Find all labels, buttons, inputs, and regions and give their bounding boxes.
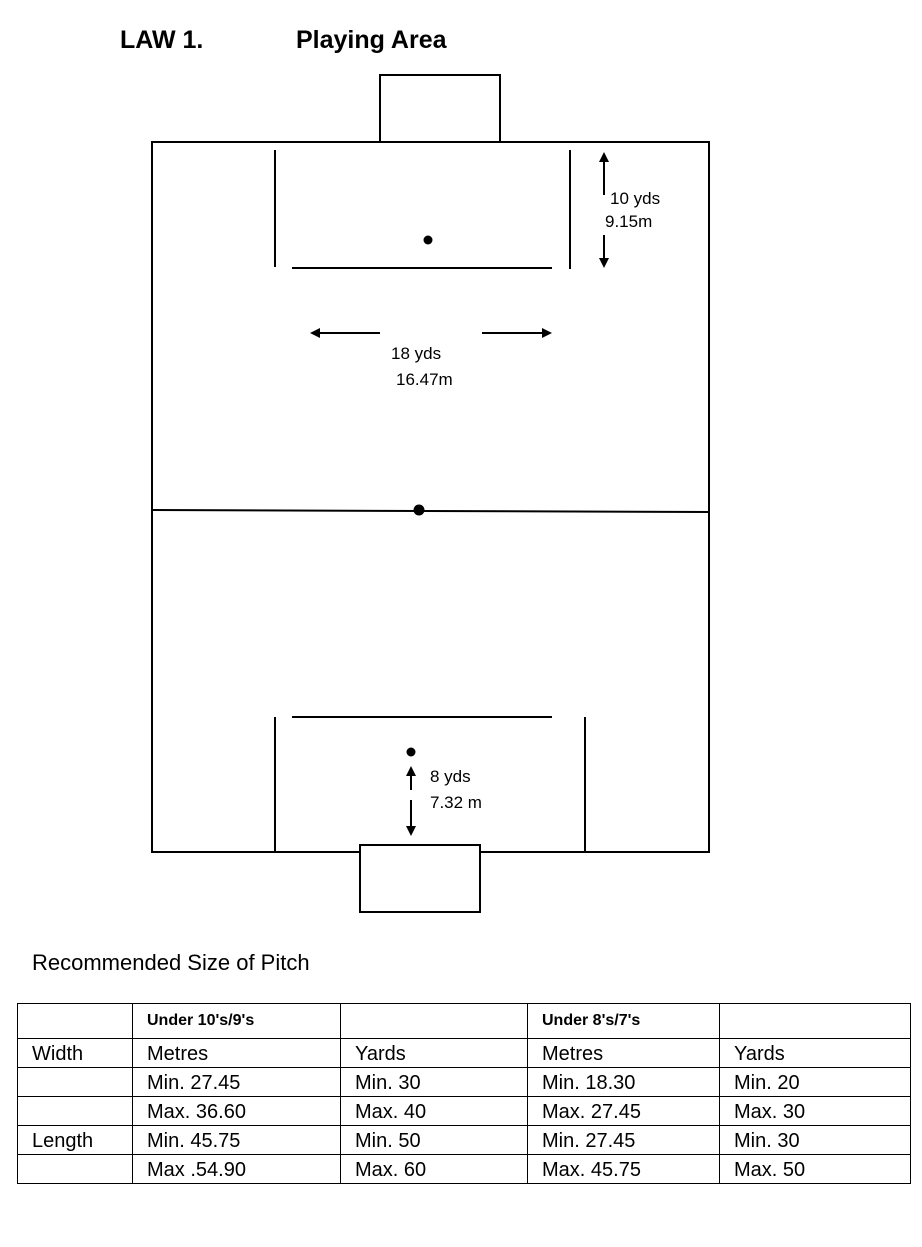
table-group-header-row: Under 10's/9's Under 8's/7's <box>17 1003 911 1039</box>
table-cell <box>17 1154 133 1184</box>
centre-spot <box>413 504 425 516</box>
table-title: Recommended Size of Pitch <box>32 950 310 975</box>
spot-metres-label: 7.32 m <box>430 793 482 812</box>
top-goal <box>379 74 501 143</box>
width-yards-label: 18 yds <box>391 344 441 363</box>
table-cell: Min. 30 <box>719 1125 911 1155</box>
table-cell: Max. 45.75 <box>527 1154 720 1184</box>
table-row: Max. 36.60 Max. 40 Max. 27.45 Max. 30 <box>17 1096 911 1126</box>
bottom-goal <box>359 844 481 913</box>
table-cell: Min. 20 <box>719 1067 911 1097</box>
unit-header: Yards <box>340 1038 528 1068</box>
row-label-length: Length <box>17 1125 133 1155</box>
table-cell: Min. 30 <box>340 1067 528 1097</box>
group-header-under-10s: Under 10's/9's <box>132 1003 341 1039</box>
pitch-diagram: 10 yds 9.15m 18 yds 16.47m 8 yds 7.32 m <box>151 74 710 913</box>
table-cell: Max. 40 <box>340 1096 528 1126</box>
group-header-under-8s: Under 8's/7's <box>527 1003 720 1039</box>
bottom-penalty-spot <box>406 747 416 757</box>
table-unit-row: Width Metres Yards Metres Yards <box>17 1038 911 1068</box>
table-cell: Min. 27.45 <box>132 1067 341 1097</box>
table-cell <box>17 1003 133 1039</box>
top-penalty-spot <box>423 235 433 245</box>
table-cell <box>17 1096 133 1126</box>
table-cell: Max. 50 <box>719 1154 911 1184</box>
table-cell <box>340 1003 528 1039</box>
width-metres-label: 16.47m <box>396 370 453 389</box>
table-cell: Min. 50 <box>340 1125 528 1155</box>
page-title: Playing Area <box>296 26 447 54</box>
unit-header: Metres <box>132 1038 341 1068</box>
unit-header: Yards <box>719 1038 911 1068</box>
table-cell: Max. 30 <box>719 1096 911 1126</box>
table-row: Min. 27.45 Min. 30 Min. 18.30 Min. 20 <box>17 1067 911 1097</box>
row-label-width: Width <box>17 1038 133 1068</box>
table-cell: Max. 36.60 <box>132 1096 341 1126</box>
table-cell: Max. 27.45 <box>527 1096 720 1126</box>
table-cell: Min. 27.45 <box>527 1125 720 1155</box>
depth-metres-label: 9.15m <box>605 212 652 231</box>
table-cell: Max .54.90 <box>132 1154 341 1184</box>
unit-header: Metres <box>527 1038 720 1068</box>
halfway-line <box>151 509 710 513</box>
law-number: LAW 1. <box>120 26 204 54</box>
table-cell <box>719 1003 911 1039</box>
table-cell: Max. 60 <box>340 1154 528 1184</box>
table-cell <box>17 1067 133 1097</box>
table-row: Max .54.90 Max. 60 Max. 45.75 Max. 50 <box>17 1154 911 1184</box>
table-cell: Min. 45.75 <box>132 1125 341 1155</box>
table-row: Length Min. 45.75 Min. 50 Min. 27.45 Min… <box>17 1125 911 1155</box>
spot-yards-label: 8 yds <box>430 767 471 786</box>
table-cell: Min. 18.30 <box>527 1067 720 1097</box>
pitch-boundary <box>151 141 710 853</box>
pitch-size-table: Under 10's/9's Under 8's/7's Width Metre… <box>17 1003 911 1184</box>
depth-yards-label: 10 yds <box>610 189 660 208</box>
